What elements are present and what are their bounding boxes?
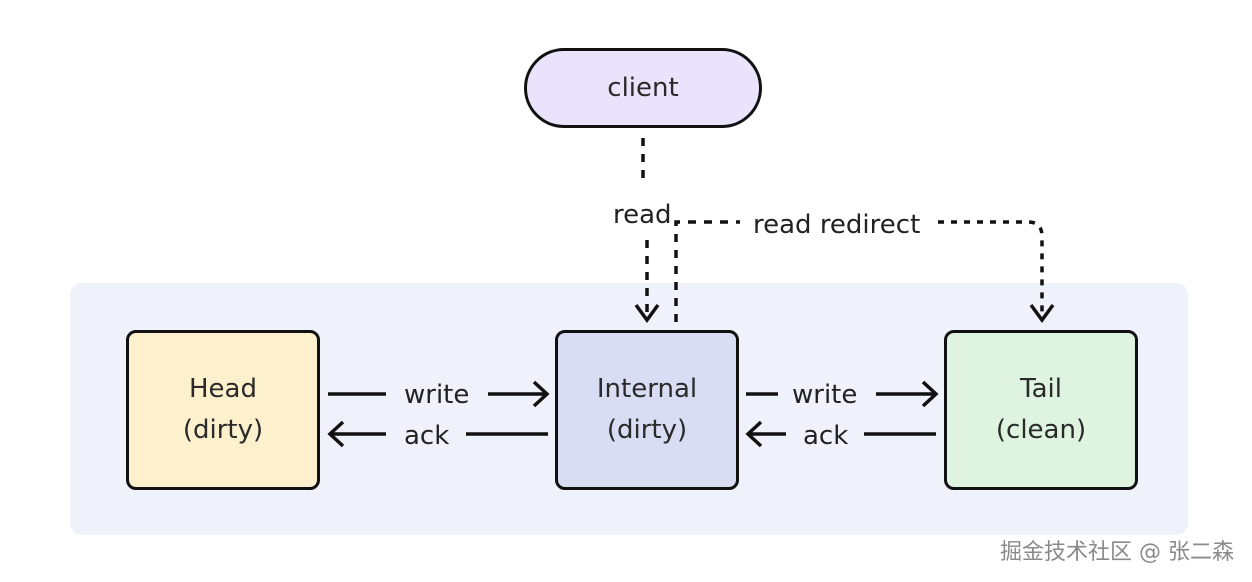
- internal-node-title: Internal: [596, 374, 698, 404]
- read-edge-label: read: [613, 200, 672, 230]
- tail-node: Tail (clean): [944, 330, 1138, 490]
- ack2-arrow-head: [745, 420, 763, 448]
- head-write-edge-label: write: [404, 380, 470, 410]
- ack1-arrow-head: [327, 420, 345, 448]
- read-redirect-path: [674, 220, 740, 322]
- tail-node-title: Tail: [1020, 374, 1062, 404]
- head-node-title: Head: [189, 374, 257, 404]
- internal-ack-edge-label: ack: [803, 421, 849, 451]
- head-ack-edge-label: ack: [404, 421, 450, 451]
- internal-write-edge-label: write: [792, 380, 858, 410]
- write2-arrow-head: [921, 380, 939, 408]
- client-node: client: [524, 48, 762, 128]
- head-node: Head (dirty): [126, 330, 320, 490]
- head-node-state: (dirty): [182, 415, 264, 445]
- watermark: 掘金技术社区 @ 张二森: [1000, 540, 1234, 565]
- client-node-label: client: [607, 72, 679, 103]
- read-redirect-edge-label: read redirect: [753, 210, 921, 240]
- write1-arrow-head: [532, 380, 550, 408]
- tail-node-state: (clean): [995, 415, 1087, 445]
- internal-node: Internal (dirty): [555, 330, 739, 490]
- internal-node-state: (dirty): [606, 415, 688, 445]
- read-redirect-path-right: [938, 220, 1044, 316]
- read-arrow-head: [634, 303, 660, 323]
- read-redirect-arrow-head: [1029, 303, 1055, 323]
